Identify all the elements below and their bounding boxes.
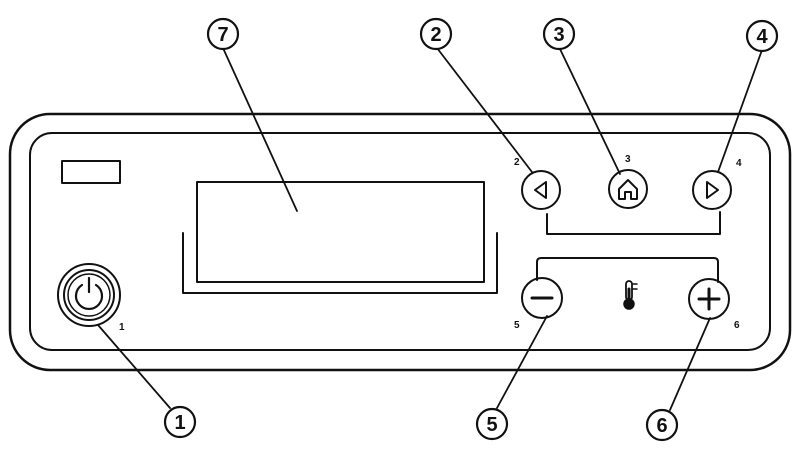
- callout-2: 2: [419, 17, 453, 51]
- home-button[interactable]: [608, 169, 648, 209]
- leader-line-1: [97, 324, 171, 409]
- callout-7: 7: [206, 17, 240, 51]
- minus-button-label: 5: [514, 320, 520, 331]
- left-arrow-button-label: 2: [514, 157, 520, 168]
- left-arrow-button[interactable]: [521, 170, 561, 210]
- home-icon: [618, 179, 638, 200]
- power-icon: [74, 276, 104, 310]
- panel-inner-face: [29, 132, 771, 351]
- leader-line-2: [436, 47, 533, 173]
- callout-5: 5: [475, 407, 509, 441]
- plus-button[interactable]: [688, 278, 730, 320]
- display-screen: [196, 181, 485, 283]
- plus-icon: [697, 287, 721, 311]
- indicator-window: [61, 160, 121, 184]
- leader-line-6: [669, 317, 711, 411]
- callout-6: 6: [645, 408, 679, 442]
- temp-button-bracket: [536, 257, 719, 283]
- leader-line-5: [496, 315, 548, 409]
- thermometer-icon: [623, 280, 638, 310]
- leader-line-7: [222, 47, 298, 212]
- svg-text:3: 3: [553, 24, 564, 46]
- panel-outer-bezel: [8, 112, 792, 372]
- right-arrow-button-label: 4: [736, 158, 742, 169]
- triangle-right-icon: [706, 181, 719, 199]
- svg-text:1: 1: [174, 412, 185, 434]
- callout-1: 1: [163, 405, 197, 439]
- callout-4: 4: [745, 19, 779, 53]
- power-button-label: 1: [119, 322, 125, 333]
- power-button[interactable]: [57, 263, 121, 327]
- display-bezel-bracket: [182, 232, 498, 294]
- triangle-left-icon: [534, 181, 547, 199]
- right-arrow-button[interactable]: [692, 170, 732, 210]
- plus-button-label: 6: [734, 320, 740, 331]
- svg-text:5: 5: [486, 414, 497, 436]
- nav-button-bracket: [546, 211, 721, 235]
- minus-button[interactable]: [521, 277, 563, 319]
- callout-3: 3: [542, 17, 576, 51]
- svg-text:7: 7: [217, 24, 228, 46]
- leader-line-3: [559, 48, 621, 175]
- svg-text:4: 4: [756, 26, 768, 48]
- leader-line-4: [717, 49, 763, 173]
- svg-text:2: 2: [430, 24, 441, 46]
- svg-text:6: 6: [656, 415, 667, 437]
- home-button-label: 3: [625, 154, 631, 165]
- leader-lines: [97, 47, 763, 411]
